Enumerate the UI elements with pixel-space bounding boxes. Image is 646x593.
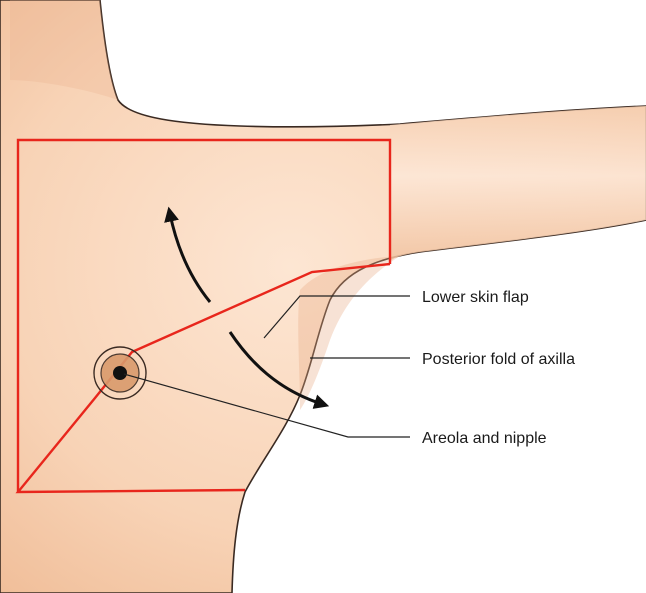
axilla-shading — [298, 256, 400, 410]
label-posterior-fold: Posterior fold of axilla — [422, 351, 575, 368]
arm-shape — [390, 106, 646, 262]
areola-nipple-mark — [94, 347, 146, 399]
label-areola-nipple: Areola and nipple — [422, 430, 547, 447]
label-lower-skin-flap: Lower skin flap — [422, 289, 529, 306]
